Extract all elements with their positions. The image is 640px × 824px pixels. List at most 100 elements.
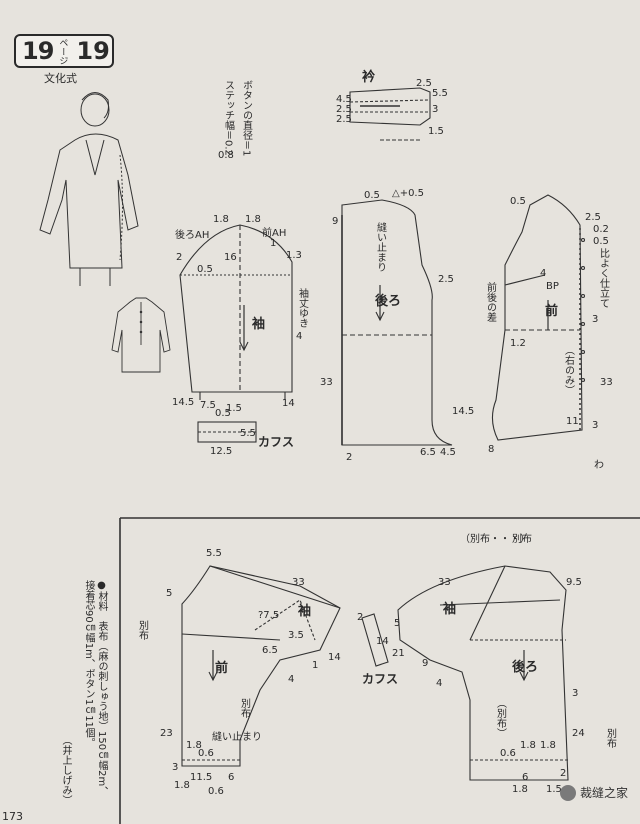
dim: 4.5	[440, 447, 456, 458]
page-badge: 19 ページ 19	[14, 34, 114, 68]
author-credit: （井上しげみ）	[60, 735, 71, 805]
dim: 12.5	[210, 446, 233, 457]
button-note: ボタンの直径＝1	[240, 80, 252, 157]
dim: 14.5	[172, 397, 195, 408]
dim: 1.8	[174, 780, 190, 791]
dim: 0.5	[215, 408, 231, 419]
dim: 9	[422, 658, 429, 669]
dim: 1	[270, 238, 277, 249]
dim: 14	[376, 636, 389, 647]
bottom-back-label: 後ろ	[512, 660, 539, 675]
cuff-label: カフス	[258, 435, 295, 449]
back-label: 後ろ	[375, 294, 402, 309]
dim: 6	[522, 772, 529, 783]
dim: 2	[176, 252, 183, 263]
front-ah-label: 前AH	[262, 228, 287, 239]
stitch-note-2: 0.8	[218, 150, 234, 161]
dim: 33	[438, 577, 451, 588]
dim: 2.5	[336, 114, 352, 125]
bottom-sep-cloth-far: 別布	[604, 728, 616, 748]
collar-piece	[349, 87, 431, 141]
dim: 9.5	[566, 577, 582, 588]
dim: 0.5	[197, 264, 213, 275]
dim: 0.5	[593, 236, 609, 247]
dim: 1.8	[540, 740, 556, 751]
dim: 5	[394, 618, 401, 629]
top-cuff-piece	[197, 421, 257, 443]
sleeve-label: 袖	[252, 317, 266, 332]
dim: 1.8	[213, 214, 229, 225]
bottom-cuff-piece	[361, 613, 389, 667]
front-label: 前	[545, 304, 559, 319]
materials-note: ●材料 表布（麻の刺しゅう地）150㎝幅2m、 接着芯90㎝幅1m、ボタン1㎝1…	[82, 580, 108, 796]
dim: 23	[160, 728, 173, 739]
dim: 2	[346, 452, 353, 463]
dim: 9	[332, 216, 339, 227]
dim: 2	[357, 612, 364, 623]
dim: 1.8	[245, 214, 261, 225]
dim: 33	[320, 377, 333, 388]
dim: 3	[572, 688, 579, 699]
bottom-sep-top: （別布・・・）	[460, 534, 530, 545]
dim: 2	[560, 768, 567, 779]
bottom-front-label: 前	[215, 661, 229, 676]
stitch-note: ステッチ幅＝0.2	[222, 80, 234, 156]
bottom-left-layout	[181, 565, 341, 767]
dim: 0.6	[208, 786, 224, 797]
bottom-sewing-stop: 縫い止まり	[212, 732, 262, 743]
bottom-sleeve-left-label: 袖	[298, 604, 312, 619]
dim: 0.6	[198, 748, 214, 759]
dim: 2.5	[416, 78, 432, 89]
bottom-cuff-label: カフス	[362, 672, 399, 686]
dim: 7.5	[200, 400, 216, 411]
dim: 5	[166, 588, 173, 599]
dim: 4	[436, 678, 443, 689]
dim: 1.2	[510, 338, 526, 349]
top-sleeve-piece	[179, 224, 293, 400]
dim: 14.5	[452, 406, 475, 417]
dim: 2.5	[585, 212, 601, 223]
dim: 3	[592, 420, 599, 431]
finish-label: 比よく仕立て	[597, 248, 609, 308]
bottom-sep-top2: 別布	[512, 534, 532, 545]
dim: 1.3	[286, 250, 302, 261]
dim: 14	[328, 652, 341, 663]
bottom-sep-cloth-left: 別布	[136, 620, 148, 640]
dim: △+0.5	[392, 188, 424, 199]
dim: 5.5	[432, 88, 448, 99]
dim: 4	[288, 674, 295, 685]
dim: 4	[296, 331, 303, 342]
dim: 0.5	[364, 190, 380, 201]
top-back-piece	[341, 199, 453, 446]
collar-label: 衿	[362, 70, 376, 85]
dim: 3	[432, 104, 439, 115]
dim: 1.5	[546, 784, 562, 795]
dim: 6.5	[420, 447, 436, 458]
watermark-text: 裁缝之家	[579, 786, 628, 800]
dim: 3	[592, 314, 599, 325]
bp-label: BP	[546, 281, 559, 292]
dim: 33	[292, 577, 305, 588]
dim: 24	[572, 728, 585, 739]
top-front-piece	[491, 194, 586, 441]
dim: 1.8	[186, 740, 202, 751]
bottom-right-layout	[397, 565, 569, 781]
back-ah-label: 後ろAH	[175, 230, 210, 241]
page-kana: ページ	[57, 37, 68, 65]
materials-line2: 接着芯90㎝幅1m、ボタン1㎝11個。	[83, 580, 94, 748]
dim: 1.8	[520, 740, 536, 751]
model-illustration	[39, 92, 139, 286]
bottom-sep-cloth-mid: 別布	[238, 698, 250, 718]
materials-line1: ●材料 表布（麻の刺しゅう地）150㎝幅2m、	[96, 580, 107, 797]
dim: 3.5	[288, 630, 304, 641]
dim: 8	[488, 444, 495, 455]
dim: 1.8	[512, 784, 528, 795]
page-number-right: 19	[76, 37, 110, 65]
watermark: 裁缝之家	[559, 784, 628, 801]
dim: 0.2	[593, 224, 609, 235]
front-back-diff-label: 前後の差	[484, 282, 496, 322]
wechat-icon	[559, 784, 576, 801]
bottom-sep-cloth-right: （別布）	[494, 698, 506, 738]
dim: 1.5	[428, 126, 444, 137]
